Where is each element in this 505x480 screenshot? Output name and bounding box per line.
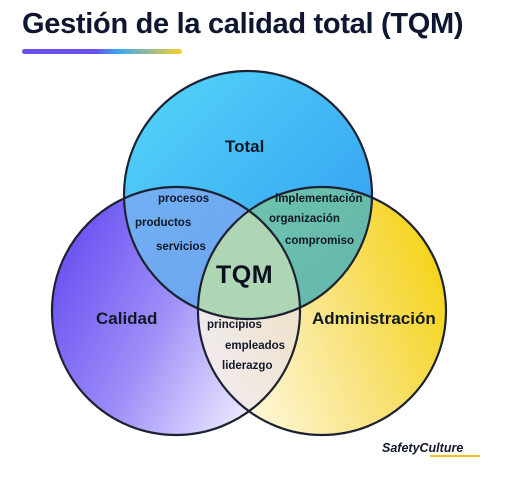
- item-organizacion: organización: [269, 213, 340, 225]
- circle-calidad-outline: [50, 185, 302, 437]
- label-calidad: Calidad: [96, 309, 158, 328]
- item-productos: productos: [135, 217, 192, 229]
- title-underline: [22, 49, 182, 54]
- item-implementacion: implementación: [275, 193, 363, 205]
- label-total: Total: [225, 137, 265, 156]
- brand-logo-underline: [430, 455, 480, 457]
- brand-logo: SafetyCulture: [382, 441, 464, 455]
- circle-administracion-outline: [196, 185, 448, 437]
- item-principios: principios: [207, 319, 262, 331]
- overlap-center: [198, 187, 300, 319]
- item-compromiso: compromiso: [285, 235, 355, 247]
- label-tqm-center: TQM: [216, 261, 274, 289]
- item-empleados: empleados: [225, 340, 286, 352]
- item-servicios: servicios: [156, 241, 206, 253]
- label-administracion: Administración: [312, 309, 436, 328]
- item-procesos: procesos: [158, 193, 210, 205]
- item-liderazgo: liderazgo: [222, 360, 273, 372]
- page-title: Gestión de la calidad total (TQM): [22, 8, 464, 40]
- circle-total-outline: [122, 69, 374, 321]
